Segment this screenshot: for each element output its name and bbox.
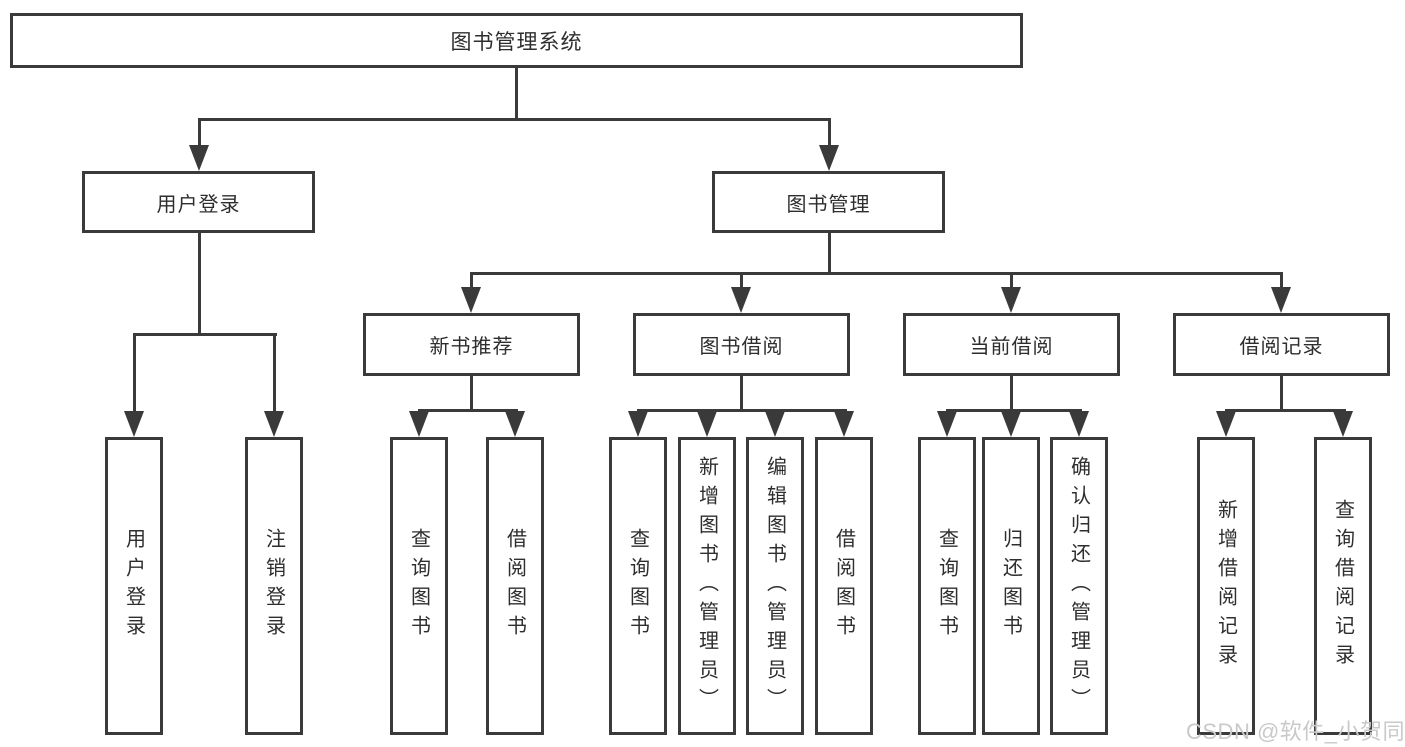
- node-borrowing-records: 借阅记录: [1173, 313, 1390, 376]
- leaf-query-borrow-record: 查询借阅记录: [1314, 437, 1372, 735]
- arrowhead: [505, 411, 525, 437]
- connector-current-hline: [946, 409, 1082, 412]
- leaf-logout: 注销登录: [245, 437, 303, 735]
- connector-root-hline: [198, 118, 831, 121]
- connector-shaft: [740, 272, 743, 292]
- leaf-add-books-admin: 新增图书（管理员）: [678, 437, 736, 735]
- arrowhead: [834, 411, 854, 437]
- connector-shaft: [470, 272, 473, 292]
- leaf-return-books: 归还图书: [982, 437, 1040, 735]
- connector-records-hline: [1225, 409, 1346, 412]
- arrowhead: [1001, 411, 1021, 437]
- arrowhead: [697, 411, 717, 437]
- connector-records-stub: [1280, 376, 1283, 412]
- arrowhead: [1333, 411, 1353, 437]
- node-book-borrowing: 图书借阅: [633, 313, 850, 376]
- arrowhead: [409, 411, 429, 437]
- leaf-edit-books-admin: 编辑图书（管理员）: [746, 437, 804, 735]
- leaf-add-borrow-record: 新增借阅记录: [1197, 437, 1255, 735]
- connector-shaft: [273, 333, 276, 415]
- leaf-borrow-books-recommend: 借阅图书: [486, 437, 544, 735]
- arrowhead: [1069, 411, 1089, 437]
- node-root: 图书管理系统: [10, 13, 1023, 68]
- arrowhead: [1216, 411, 1236, 437]
- connector-user-login-hline: [133, 333, 277, 336]
- connector-recommend-hline: [418, 409, 518, 412]
- leaf-user-login: 用户登录: [105, 437, 163, 735]
- leaf-query-books-current: 查询图书: [918, 437, 976, 735]
- csdn-watermark: CSDN @软件_小贺同学: [1186, 719, 1405, 744]
- node-user-login: 用户登录: [82, 171, 315, 233]
- arrowhead: [765, 411, 785, 437]
- arrowhead: [937, 411, 957, 437]
- leaf-confirm-return-admin: 确认归还（管理员）: [1050, 437, 1108, 735]
- arrowhead: [461, 287, 481, 313]
- node-book-management: 图书管理: [712, 171, 945, 233]
- connector-shaft: [133, 333, 136, 415]
- connector-shaft: [1010, 272, 1013, 292]
- leaf-query-books-recommend: 查询图书: [390, 437, 448, 735]
- connector-borrowing-stub: [740, 376, 743, 412]
- arrowhead: [731, 287, 751, 313]
- connector-current-stub: [1010, 376, 1013, 412]
- arrowhead: [124, 411, 144, 437]
- arrowhead: [628, 411, 648, 437]
- arrowhead: [1001, 287, 1021, 313]
- node-current-borrowing: 当前借阅: [903, 313, 1120, 376]
- leaf-borrow-books-borrowing: 借阅图书: [815, 437, 873, 735]
- arrowhead: [1271, 287, 1291, 313]
- connector-user-login-stub: [198, 233, 201, 336]
- connector-root-stub: [515, 66, 518, 120]
- leaf-query-books-borrowing: 查询图书: [609, 437, 667, 735]
- node-new-book-recommendation: 新书推荐: [363, 313, 580, 376]
- connector-book-mgmt-hline: [470, 272, 1283, 275]
- connector-shaft: [198, 118, 201, 150]
- connector-book-mgmt-stub: [828, 233, 831, 275]
- arrowhead: [264, 411, 284, 437]
- connector-shaft: [1280, 272, 1283, 292]
- arrowhead: [819, 145, 839, 171]
- connector-borrowing-hline: [637, 409, 847, 412]
- connector-shaft: [828, 118, 831, 150]
- connector-recommend-stub: [470, 376, 473, 412]
- arrowhead: [189, 145, 209, 171]
